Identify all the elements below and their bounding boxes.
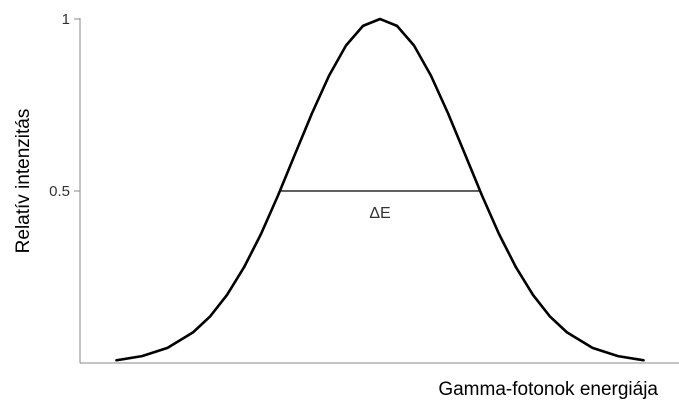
plot-area: ΔE	[115, 17, 645, 362]
delta-e-label: ΔE	[369, 205, 390, 222]
y-tick-label-1: 1	[62, 11, 70, 28]
gaussian-curve	[115, 17, 645, 362]
y-axis-label: Relatív intenzitás	[13, 109, 34, 254]
x-axis-label: Gamma-fotonok energiája	[438, 379, 658, 400]
y-ticks: 0.51	[49, 11, 80, 200]
y-tick-label-0: 0.5	[49, 183, 70, 200]
